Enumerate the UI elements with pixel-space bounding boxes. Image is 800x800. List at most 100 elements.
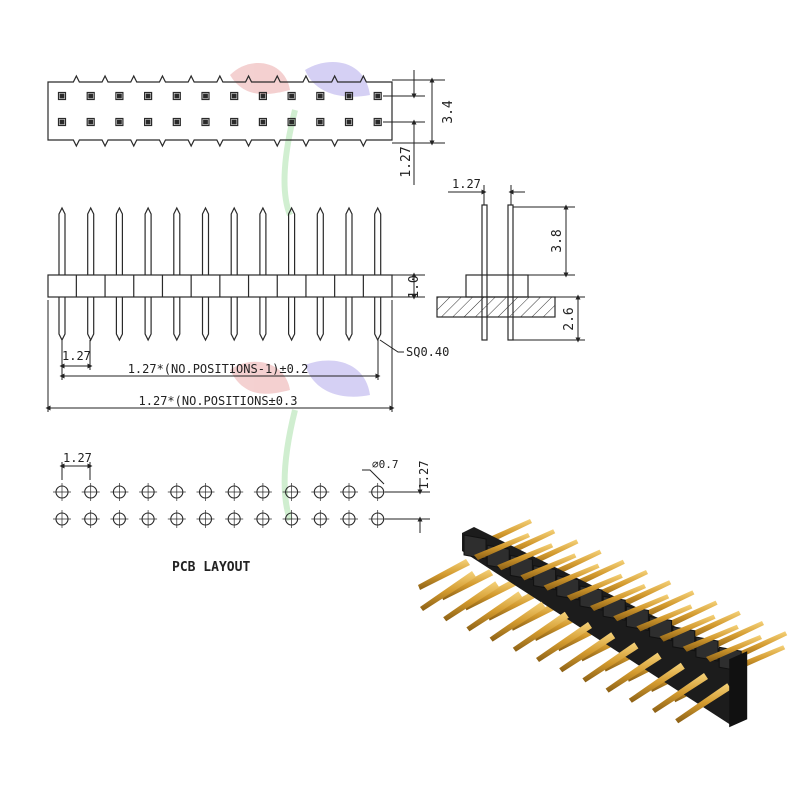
top-pin-core: [59, 93, 65, 99]
dim-upper-label: 3.8: [550, 229, 565, 252]
side-pin-lower: [173, 297, 181, 342]
top-pin-square: [344, 91, 354, 101]
top-pin-core: [116, 119, 122, 125]
photo-pin: [613, 594, 670, 622]
side-pin-upper: [144, 206, 152, 275]
top-pin-core: [289, 119, 294, 125]
side-pin-upper: [58, 206, 66, 275]
top-pin-square: [316, 91, 325, 101]
photo-pin: [659, 614, 716, 642]
dim-pitch-top-label: 1.27: [399, 146, 414, 177]
top-pin-core: [317, 93, 323, 99]
side-pin-lower: [316, 297, 324, 342]
top-pin-core: [145, 93, 151, 99]
top-pin-square: [144, 91, 153, 101]
side-view: [47, 206, 393, 342]
photo-end-block: [729, 651, 748, 728]
photo-pin: [638, 590, 695, 620]
side-pin-lower: [259, 297, 267, 342]
photo-pin: [487, 589, 540, 621]
pcb-pitch-h-label: 1.27: [63, 451, 92, 465]
top-pin-core: [174, 93, 180, 99]
pcb-cross-section: [436, 296, 556, 318]
top-pin-core: [59, 119, 65, 125]
end-view: [436, 204, 556, 341]
side-pin-lower: [201, 297, 210, 342]
side-pin-upper: [230, 206, 238, 275]
top-pin-core: [375, 93, 381, 99]
top-pin-square: [287, 117, 296, 127]
photo-pin: [418, 559, 470, 590]
top-pin-square: [258, 117, 267, 127]
end-view-dims: [448, 185, 585, 343]
top-pin-core: [88, 93, 94, 99]
side-pin-lower: [345, 297, 353, 342]
side-pin-upper: [345, 206, 353, 275]
top-pin-square: [373, 91, 382, 101]
top-pin-square: [172, 91, 181, 101]
top-pin-square: [172, 117, 181, 127]
photo-pin: [464, 579, 517, 611]
top-pin-square: [86, 117, 95, 127]
top-pin-square: [230, 117, 239, 127]
top-view-dims: [383, 70, 445, 185]
top-pin-square: [57, 117, 67, 127]
top-pin-square: [86, 91, 95, 101]
top-pin-square: [201, 117, 210, 127]
top-pin-core: [203, 119, 208, 125]
formula-outer-label: 1.27*(NO.POSITIONS±0.3: [139, 394, 298, 408]
photo-pin: [420, 571, 476, 611]
pcb-layout-dims: [59, 462, 430, 533]
pcb-pitch-v-label: 1.27: [417, 461, 431, 490]
side-pin-upper: [173, 206, 181, 275]
top-pin-square: [144, 117, 153, 127]
photo-pin: [708, 621, 764, 650]
side-pin-lower: [58, 297, 66, 342]
top-pin-core: [231, 93, 237, 99]
photo-pin: [628, 662, 685, 703]
photo-pin: [566, 573, 623, 601]
top-pin-square: [115, 117, 124, 127]
top-pin-core: [174, 119, 180, 125]
hole-diameter-label: ⌀0.7: [372, 458, 399, 471]
top-pin-core: [231, 119, 237, 125]
side-pin-lower: [230, 297, 238, 342]
header-photo: [418, 519, 788, 728]
photo-pin: [559, 632, 616, 673]
photo-pin: [497, 543, 554, 571]
dim-height-label: 3.4: [441, 100, 456, 124]
photo-pin: [474, 533, 530, 560]
top-pin-square: [344, 117, 354, 127]
top-pin-core: [375, 119, 381, 125]
photo-pin: [466, 591, 523, 632]
top-pin-core: [289, 93, 294, 99]
photo-pin: [706, 635, 762, 662]
top-pin-core: [317, 119, 323, 125]
top-pin-core: [88, 119, 94, 125]
end-pitch-label: 1.27: [452, 177, 481, 191]
photo-pin: [605, 652, 662, 693]
top-pin-square: [115, 91, 124, 101]
top-pin-core: [260, 119, 266, 125]
side-pin-upper: [259, 206, 267, 275]
side-pin-upper: [87, 206, 95, 275]
photo-pin: [443, 581, 500, 622]
photo-pin: [536, 622, 592, 662]
photo-pin: [512, 611, 569, 652]
photo-pin: [590, 584, 646, 611]
top-pin-square: [57, 91, 67, 101]
photo-pin: [661, 600, 718, 630]
pcb-layout-title: PCB LAYOUT: [172, 560, 250, 575]
side-pin-lower: [87, 297, 95, 342]
top-pin-core: [346, 119, 352, 125]
photo-pin: [682, 624, 739, 652]
side-pin-upper: [115, 206, 123, 275]
side-view-dims: [45, 272, 425, 412]
top-pin-square: [230, 91, 239, 101]
watermark-logo: [230, 62, 370, 521]
photo-pin: [441, 569, 494, 601]
top-pin-core: [116, 93, 122, 99]
side-pin-upper: [316, 206, 324, 275]
top-pin-square: [258, 91, 267, 101]
